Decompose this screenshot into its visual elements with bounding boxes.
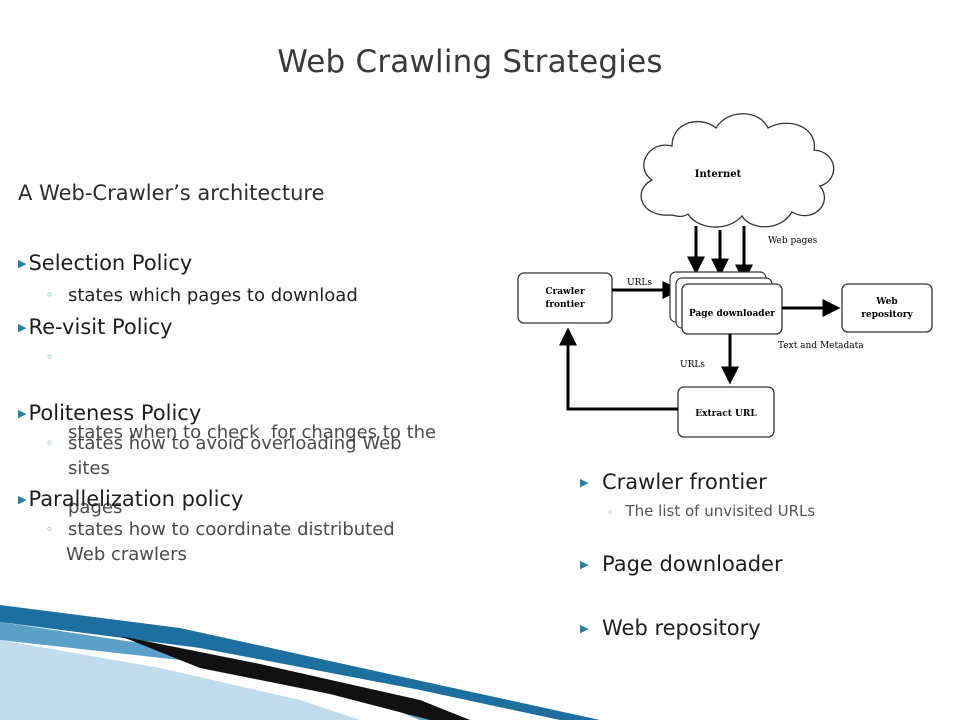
right-item-label: Crawler frontier: [602, 470, 767, 494]
policy-selection-desc: ◦ states which pages to download: [46, 283, 358, 308]
desc-line: Web crawlers: [66, 544, 187, 565]
bullet-arrow-icon: ▶: [580, 558, 589, 571]
policy-name: Selection Policy: [28, 251, 193, 275]
policy-parallelization-desc: ◦ states how to coordinate distributed W…: [46, 517, 395, 567]
right-item-label: Page downloader: [602, 552, 783, 576]
web-repository-box: [841, 283, 933, 333]
bullet-circle-icon: ◦: [46, 350, 54, 364]
web-repository-label-2: repository: [861, 310, 913, 320]
desc-line: states how to coordinate distributed: [68, 519, 395, 540]
policy-politeness: ▶Politeness Policy: [18, 401, 201, 425]
bullet-circle-icon: ◦: [46, 288, 54, 302]
feedback-arrow: [559, 327, 678, 411]
bullet-arrow-icon: ▶: [18, 321, 27, 334]
web-repository-label-1: Web: [875, 297, 897, 307]
internet-label: Internet: [695, 169, 742, 180]
policy-politeness-desc: ◦ states how to avoid overloading Web si…: [46, 431, 402, 481]
desc-line: sites: [68, 458, 110, 479]
policy-selection: ▶Selection Policy: [18, 251, 192, 275]
policy-parallelization: ▶Parallelization policy: [18, 487, 243, 511]
urls-bottom-label: URLs: [680, 360, 705, 370]
crawler-frontier-label-2: frontier: [545, 300, 584, 310]
bullet-circle-icon: ◦: [46, 522, 54, 536]
right-item-label: Web repository: [602, 616, 761, 640]
bullet-arrow-icon: ▶: [580, 476, 589, 489]
policy-name: Re-visit Policy: [28, 315, 173, 339]
right-sub-label: The list of unvisited URLs: [625, 502, 816, 520]
right-item-page-downloader: ▶ Page downloader: [580, 552, 783, 576]
policy-name: Politeness Policy: [28, 401, 202, 425]
policy-revisit-desc: ◦ states when to check for changes to th…: [46, 345, 437, 545]
policy-name: Parallelization policy: [28, 487, 244, 511]
internet-cloud-icon: [640, 113, 835, 228]
extract-url-box: [677, 386, 775, 438]
right-item-crawler-frontier: ▶ Crawler frontier: [580, 470, 767, 494]
text-metadata-label: Text and Metadata: [778, 341, 864, 351]
bullet-circle-icon: ◦: [46, 436, 54, 450]
right-item-web-repository: ▶ Web repository: [580, 616, 761, 640]
right-sub-unvisited: ◦ The list of unvisited URLs: [607, 502, 815, 520]
desc-line: pages: [68, 497, 123, 518]
bullet-arrow-icon: ▶: [18, 493, 27, 506]
desc-line: states when to check for changes to the: [68, 422, 437, 443]
bullet-arrow-icon: ▶: [580, 622, 589, 635]
page-downloader-label: Page downloader: [689, 309, 775, 319]
bullet-arrow-icon: ▶: [18, 407, 27, 420]
architecture-heading: A Web-Crawler’s architecture: [18, 181, 325, 205]
desc-line: states which pages to download: [68, 285, 358, 306]
extract-url-label: Extract URL: [695, 409, 757, 419]
slide-title: Web Crawling Strategies: [277, 44, 663, 80]
bullet-circle-icon: ◦: [607, 506, 614, 519]
urls-top-label: URLs: [627, 278, 652, 288]
crawler-frontier-label-1: Crawler: [545, 287, 585, 297]
decorative-ribbon: [0, 605, 600, 720]
policy-revisit: ▶Re-visit Policy: [18, 315, 172, 339]
bullet-arrow-icon: ▶: [18, 257, 27, 270]
desc-line: states how to avoid overloading Web: [68, 433, 402, 454]
crawler-frontier-box: [517, 272, 613, 324]
web-pages-label: Web pages: [768, 236, 818, 246]
